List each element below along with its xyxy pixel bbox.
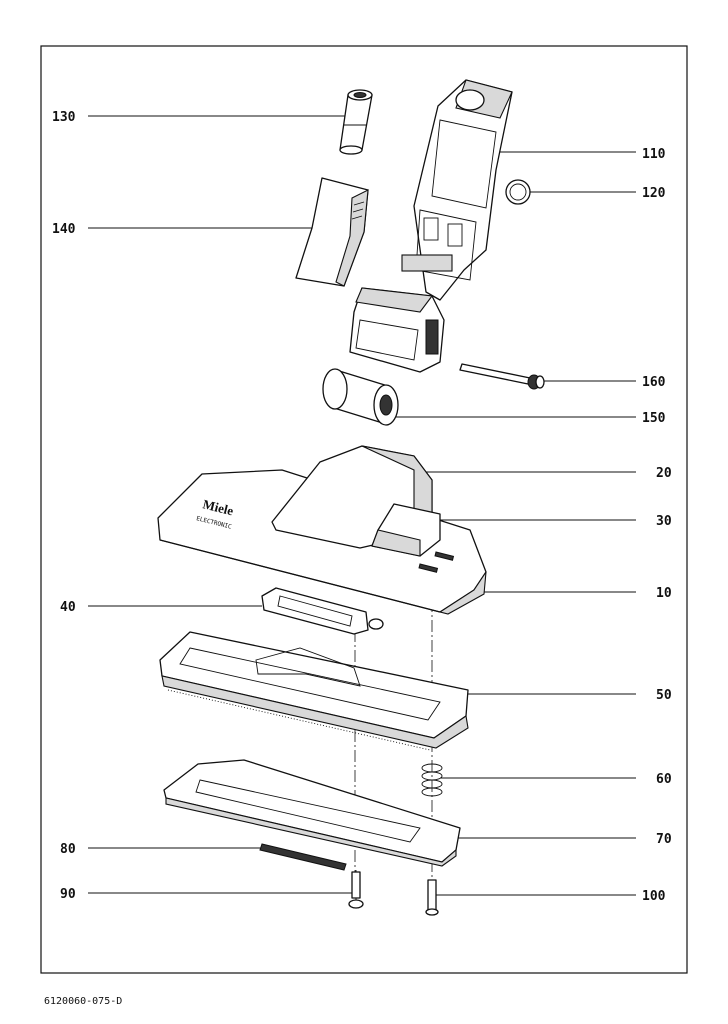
part-80-strip xyxy=(259,843,347,871)
part-130-cylinder xyxy=(339,89,373,155)
callout-label-100: 100 xyxy=(642,889,666,904)
callout-label-40: 40 xyxy=(60,600,76,615)
part-150-roller xyxy=(322,368,399,426)
callout-label-10: 10 xyxy=(656,586,672,601)
callout-label-70: 70 xyxy=(656,832,672,847)
part-70-base-plate xyxy=(163,759,461,867)
callout-label-160: 160 xyxy=(642,375,666,390)
brand-logo-text: Miele xyxy=(201,496,235,518)
callout-label-150: 150 xyxy=(642,411,666,426)
part-40-frame xyxy=(261,587,384,635)
callout-labels: 130 140 110 120 160 150 20 30 10 40 50 60 70 80 90 100 xyxy=(52,110,672,904)
callout-label-140: 140 xyxy=(52,222,76,237)
part-110-neck-housing xyxy=(349,79,513,373)
leader-lines xyxy=(88,115,636,896)
part-120-ring xyxy=(505,179,531,205)
part-30-pedal xyxy=(371,503,441,557)
drawing-number: 6120060-075-D xyxy=(44,996,122,1007)
part-50-brush-plate xyxy=(159,631,469,751)
callout-label-110: 110 xyxy=(642,147,666,162)
callout-label-50: 50 xyxy=(656,688,672,703)
part-140-cover xyxy=(295,177,369,287)
part-160-axle-pin xyxy=(459,363,545,390)
callout-label-120: 120 xyxy=(642,186,666,201)
callout-label-90: 90 xyxy=(60,887,76,902)
part-10-housing: Miele ELECTRONIC xyxy=(157,469,487,615)
part-100-screw xyxy=(425,879,439,916)
part-60-spring xyxy=(421,763,443,797)
drawing-frame xyxy=(40,45,688,974)
callout-label-30: 30 xyxy=(656,514,672,529)
callout-label-130: 130 xyxy=(52,110,76,125)
callout-label-80: 80 xyxy=(60,842,76,857)
callout-label-20: 20 xyxy=(656,466,672,481)
callout-label-60: 60 xyxy=(656,772,672,787)
part-90-screw xyxy=(348,870,364,909)
